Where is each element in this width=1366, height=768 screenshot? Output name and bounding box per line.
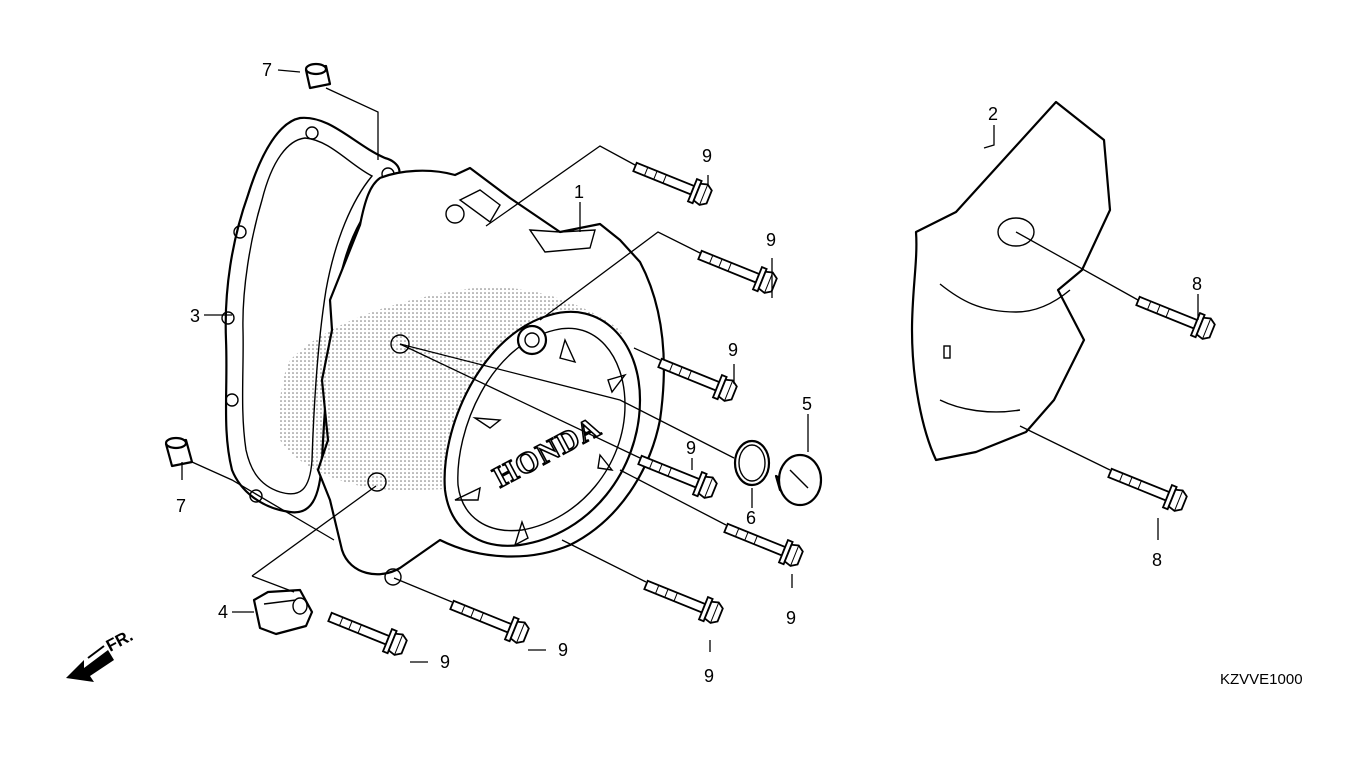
callout-9-a: 9: [702, 146, 712, 166]
bolt-9f: [640, 572, 726, 627]
diagram-code: KZVVE1000: [1220, 671, 1303, 688]
callout-7-upper: 7: [262, 60, 272, 80]
callout-2: 2: [988, 104, 998, 124]
bolt-9e: [720, 515, 806, 570]
bolt-8b: [1104, 460, 1190, 515]
front-direction-arrow-icon: [66, 645, 114, 682]
wire-clamp: [252, 588, 314, 636]
callout-1: 1: [574, 182, 584, 202]
sprocket-cover: [910, 100, 1112, 462]
bolt-9g: [446, 592, 532, 647]
left-crankcase-cover: HONDA: [279, 166, 665, 586]
callout-8-lower: 8: [1152, 550, 1162, 570]
callout-5: 5: [802, 394, 812, 414]
bolt-8a: [1132, 288, 1218, 343]
callout-3: 3: [190, 306, 200, 326]
callout-9-d: 9: [686, 438, 696, 458]
callout-9-c: 9: [728, 340, 738, 360]
callout-6: 6: [746, 508, 756, 528]
o-ring: [733, 439, 771, 487]
leader-lines: [181, 69, 1199, 663]
bolt-9b: [694, 242, 780, 297]
callout-8-upper: 8: [1192, 274, 1202, 294]
filler-cap: [774, 453, 823, 507]
callout-4: 4: [218, 602, 228, 622]
bolt-9h: [324, 604, 410, 659]
callout-9-b: 9: [766, 230, 776, 250]
bolt-9c: [654, 350, 740, 405]
callout-9-g: 9: [558, 640, 568, 660]
callout-9-f: 9: [704, 666, 714, 686]
callout-9-h: 9: [440, 652, 450, 672]
callout-7-lower: 7: [176, 496, 186, 516]
callout-9-e: 9: [786, 608, 796, 628]
dowel-pin-lower: [164, 436, 194, 468]
dowel-pin-upper: [304, 62, 332, 90]
